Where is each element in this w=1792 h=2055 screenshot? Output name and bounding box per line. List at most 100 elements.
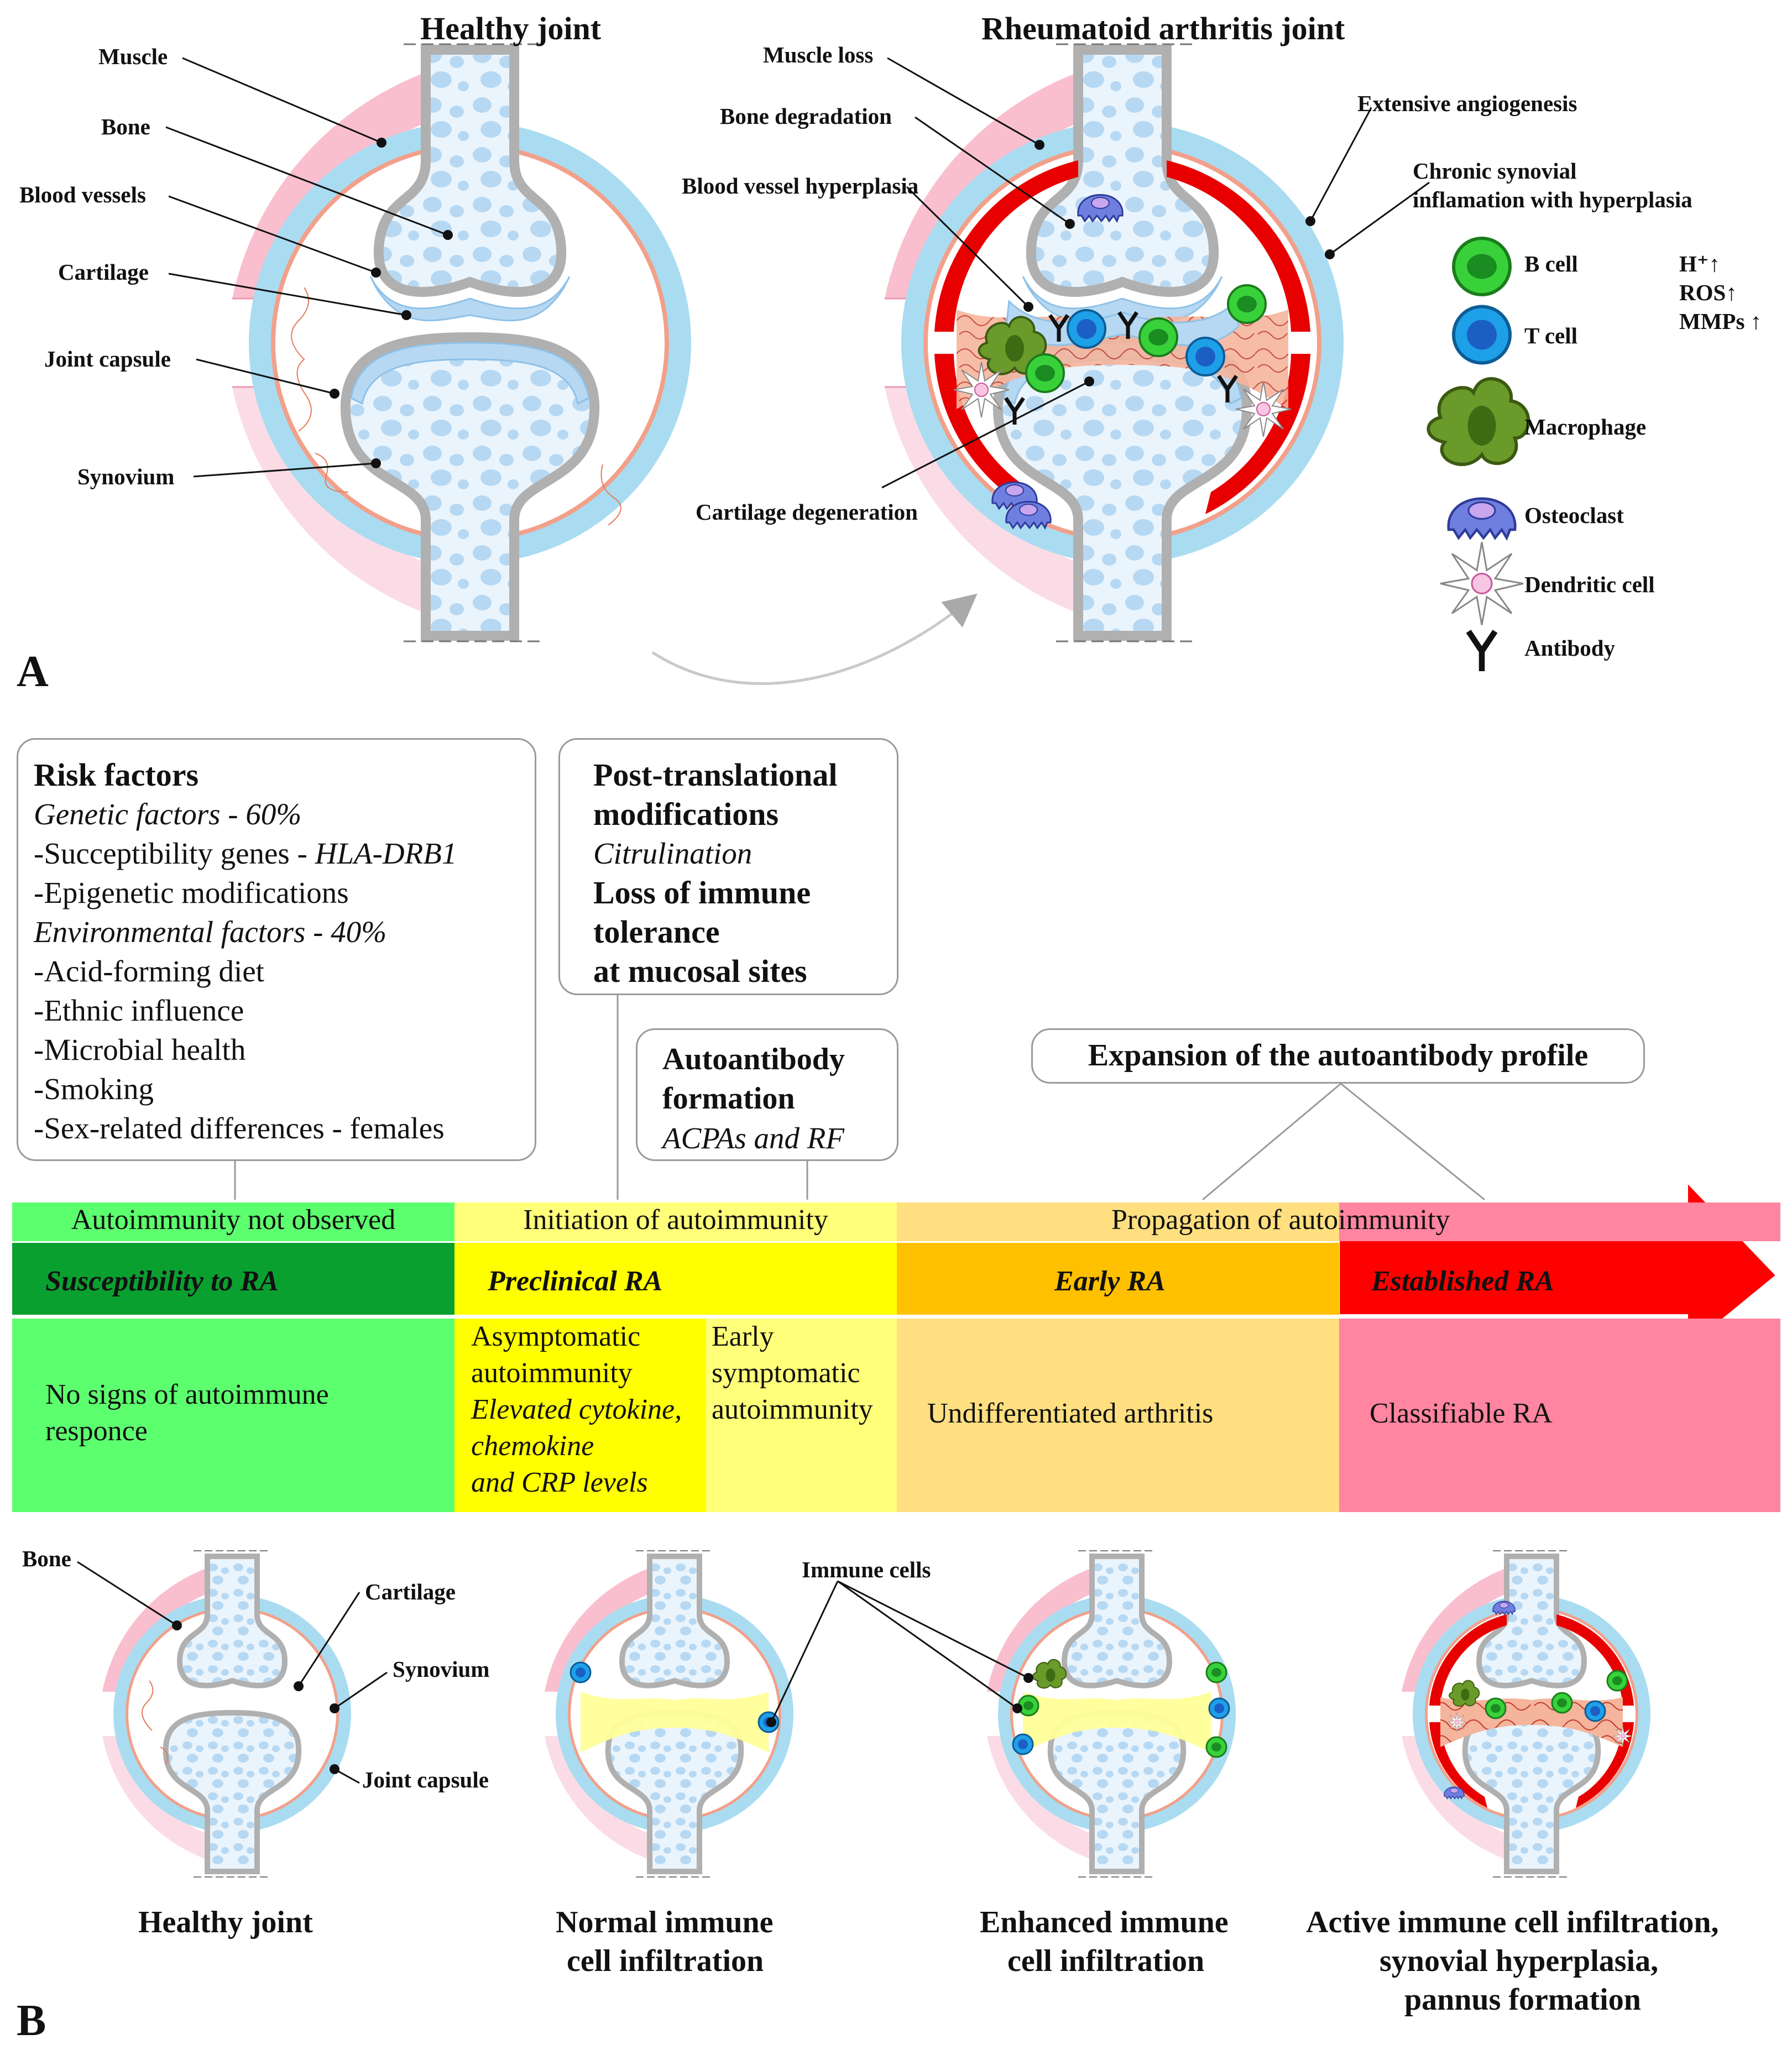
label-muscle: Muscle: [98, 44, 168, 69]
panel-b-letter: B: [17, 1996, 46, 2045]
risk-factors-title: Risk factors: [34, 757, 199, 793]
phase-not-observed-text: Autoimmunity not observed: [71, 1204, 396, 1236]
desc-classifiable-text: Classifiable RA: [1370, 1398, 1553, 1429]
caption-enhanced-1: Enhanced immune: [980, 1905, 1229, 1939]
desc-no-signs-1: No signs of autoimmune: [45, 1379, 329, 1410]
small-label-bone: Bone: [22, 1546, 71, 1571]
stage-preclinical: Preclinical RA: [454, 1243, 897, 1315]
phase-propagation-established: [1339, 1202, 1780, 1241]
autoantibody-line-1: Autoantibody: [662, 1042, 845, 1076]
small-joint-active: [1402, 1551, 1650, 1877]
legend-osteoclast: Osteoclast: [1524, 503, 1624, 528]
desc-undifferentiated: Undifferentiated arthritis: [897, 1319, 1339, 1512]
expansion-box: Expansion of the autoantibody profile: [1031, 1028, 1645, 1084]
panel-a-letter: A: [17, 647, 49, 696]
ptm-line-1: Post-translational: [593, 757, 838, 793]
marker-h-plus: H⁺↑: [1679, 251, 1721, 276]
label-joint-capsule: Joint capsule: [44, 346, 171, 372]
stage-early: Early RA: [897, 1243, 1339, 1315]
legend-antibody: Antibody: [1524, 635, 1616, 661]
desc-early-3: autoimmunity: [712, 1394, 873, 1425]
legend-macrophage: Macrophage: [1524, 414, 1647, 440]
label-extensive-angiogenesis: Extensive angiogenesis: [1357, 91, 1577, 116]
label-cartilage-degeneration: Cartilage degeneration: [696, 499, 918, 525]
stage-susceptibility-text: Susceptibility to RA: [45, 1266, 279, 1297]
desc-no-signs-2: responce: [45, 1415, 148, 1447]
label-cartilage: Cartilage: [58, 259, 149, 285]
environmental-factors: Environmental factors - 40%: [34, 915, 387, 949]
caption-normal-2: cell infiltration: [567, 1944, 764, 1978]
healthy-joint-drawing: [232, 44, 691, 641]
small-label-joint-capsule: Joint capsule: [362, 1767, 489, 1792]
desc-early-2: symptomatic: [712, 1357, 860, 1389]
autoantibody-line-2: formation: [662, 1081, 795, 1116]
caption-active-3: pannus formation: [1404, 1983, 1641, 2017]
desc-asym-4: chemokine: [471, 1430, 594, 1462]
hla-gene: HLA-DRB1: [315, 836, 457, 870]
progression-arrow: [651, 593, 978, 685]
small-label-cartilage: Cartilage: [365, 1579, 456, 1604]
risk-factors-box: Risk factors Genetic factors - 60% -Succ…: [17, 738, 536, 1161]
small-joint-normal: [545, 1551, 793, 1877]
stage-early-text: Early RA: [1054, 1266, 1166, 1297]
phase-initiation-text: Initiation of autoimmunity: [523, 1204, 828, 1236]
label-bone: Bone: [101, 114, 150, 139]
desc-classifiable: Classifiable RA: [1339, 1319, 1780, 1512]
ra-joint-title: Rheumatoid arthritis joint: [981, 11, 1345, 46]
small-joint-healthy: [102, 1551, 351, 1877]
stage-preclinical-text: Preclinical RA: [488, 1266, 663, 1297]
desc-early-symptomatic: Early symptomatic autoimmunity: [706, 1319, 897, 1512]
risk-item: -Acid-forming diet: [34, 954, 264, 988]
stage-established-text: Established RA: [1371, 1266, 1554, 1297]
label-chronic-inflammation-1: Chronic synovial: [1413, 158, 1577, 184]
legend-t-cell: T cell: [1524, 323, 1578, 348]
connectors-b: [234, 995, 1485, 1201]
ptm-line-2: modifications: [593, 796, 779, 832]
ptm-line-6: at mucosal sites: [593, 953, 807, 989]
susceptibility-genes: -Succeptibility genes - HLA-DRB1: [34, 834, 535, 873]
phase-initiation: Initiation of autoimmunity: [454, 1202, 897, 1241]
stage-susceptibility: Susceptibility to RA: [12, 1243, 454, 1315]
risk-item: -Smoking: [34, 1072, 154, 1106]
ra-joint-drawing: [885, 44, 1344, 641]
citrulination: Citrulination: [593, 836, 753, 870]
caption-active-2: synovial hyperplasia,: [1380, 1944, 1659, 1978]
phase-propagation-text: Propagation of autoimmunity: [1111, 1204, 1450, 1236]
legend-dendritic-cell: Dendritic cell: [1524, 572, 1655, 597]
ptm-box: Post-translational modifications Citruli…: [558, 738, 898, 995]
ptm-line-5: tolerance: [593, 914, 720, 950]
desc-early-1: Early: [712, 1321, 774, 1352]
risk-item: -Sex-related differences - females: [34, 1111, 445, 1145]
caption-enhanced-2: cell infiltration: [1007, 1944, 1205, 1978]
marker-ros: ROS↑: [1679, 280, 1737, 305]
caption-healthy: Healthy joint: [138, 1905, 313, 1939]
label-muscle-loss: Muscle loss: [763, 42, 874, 67]
desc-asym-3: Elevated cytokine,: [471, 1394, 682, 1425]
desc-asym-2: autoimmunity: [471, 1357, 633, 1389]
risk-item: -Ethnic influence: [34, 993, 244, 1027]
leader-lines-b: [77, 1561, 1033, 1784]
ptm-line-4: Loss of immune: [593, 875, 811, 911]
caption-active-1: Active immune cell infiltration,: [1306, 1905, 1719, 1939]
label-blood-vessels: Blood vessels: [19, 182, 146, 207]
desc-undiff-text: Undifferentiated arthritis: [927, 1398, 1214, 1429]
marker-mmps: MMPs ↑: [1679, 308, 1762, 334]
autoantibody-box: Autoantibody formation ACPAs and RF: [636, 1028, 898, 1161]
phase-propagation-early: [897, 1202, 1339, 1241]
caption-normal-1: Normal immune: [556, 1905, 774, 1939]
desc-asym-5: and CRP levels: [471, 1467, 648, 1498]
susceptibility-genes-text: -Succeptibility genes -: [34, 836, 315, 870]
desc-susceptibility: No signs of autoimmune responce: [12, 1319, 454, 1512]
risk-item: -Microbial health: [34, 1033, 246, 1066]
desc-asym-1: Asymptomatic: [471, 1321, 641, 1352]
label-bone-degradation: Bone degradation: [720, 103, 892, 129]
small-joint-enhanced: [987, 1551, 1236, 1877]
label-blood-vessel-hyperplasia: Blood vessel hyperplasia: [682, 173, 919, 198]
acpas-rf: ACPAs and RF: [662, 1121, 844, 1155]
label-chronic-inflammation-2: inflamation with hyperplasia: [1413, 187, 1692, 212]
label-synovium: Synovium: [77, 464, 175, 489]
desc-asymptomatic: Asymptomatic autoimmunity Elevated cytok…: [454, 1319, 706, 1512]
phase-not-observed: Autoimmunity not observed: [12, 1202, 454, 1241]
small-label-immune-cells: Immune cells: [802, 1557, 931, 1582]
legend-icons: [1428, 238, 1528, 671]
